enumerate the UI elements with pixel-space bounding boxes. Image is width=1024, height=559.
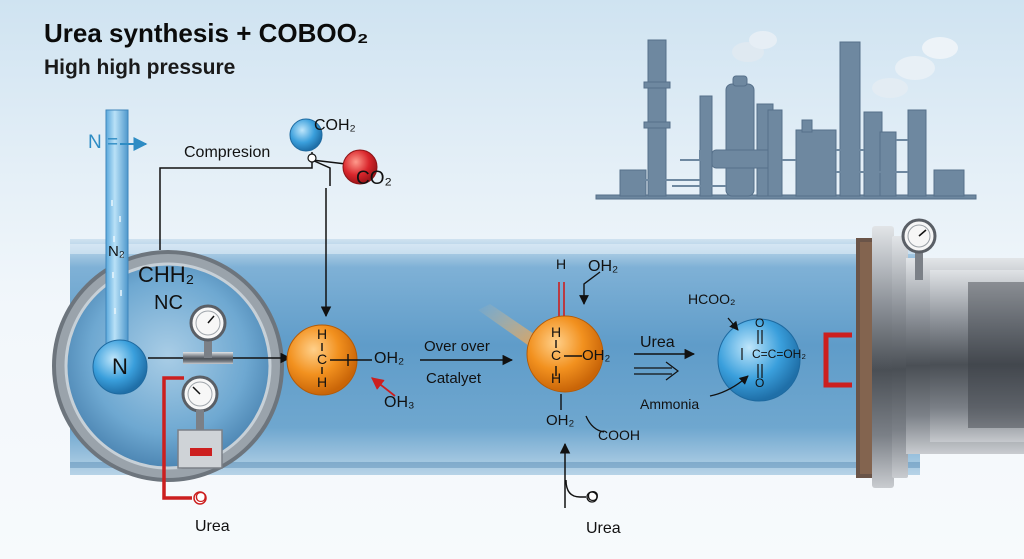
orange1-oh3: OH₃: [384, 394, 415, 411]
nitrogen-atom: [92, 339, 148, 395]
oh3-arrow: [371, 377, 396, 397]
urea-left-label: Urea: [195, 518, 230, 535]
outlet-flange: [856, 226, 1024, 488]
diagram-title: Urea synthesis + COBOO₂: [44, 18, 369, 48]
ammonia-arrow: [709, 375, 749, 397]
coh2-label: COH₂: [314, 117, 356, 134]
orange1-h-bottom: H: [317, 374, 328, 390]
pressure-gauge-top: [183, 304, 233, 364]
coh2-atom: [289, 118, 323, 152]
factory-skyline: [595, 31, 977, 200]
urea-arrow-label: Urea: [640, 334, 675, 351]
pressure-gauge-bottom: [177, 375, 223, 469]
orange1-oh2: OH₂: [374, 350, 405, 367]
compression-line: [159, 152, 313, 250]
orange2-oh2-top: OH₂: [588, 258, 619, 275]
red-bracket: [823, 332, 852, 388]
over-over-label: Over over: [424, 338, 490, 355]
catalyst-label: Catalyet: [426, 370, 482, 387]
orange2-c: C: [551, 347, 562, 363]
co2-atom: [342, 149, 378, 185]
urea-bottom-label: Urea: [586, 520, 621, 537]
orange2-h-top: H: [556, 256, 567, 272]
pressure-gauge-right: [901, 218, 937, 280]
blue-o-top: O: [755, 316, 765, 330]
chh2-label: CHH₂: [138, 262, 195, 287]
orange2-h-bottom: H: [551, 370, 562, 386]
nc-label: NC: [154, 292, 183, 314]
double-arrow: [634, 361, 679, 381]
compression-label: Compresion: [184, 144, 271, 161]
orange2-oh2: OH₂: [582, 347, 611, 364]
cooh-label: COOH: [598, 427, 640, 443]
hcoo2-label: HCOO₂: [688, 291, 736, 307]
o-bottom-label: O: [587, 488, 599, 505]
n2-label: N₂: [108, 243, 125, 260]
diagram-subtitle: High high pressure: [44, 56, 236, 79]
ammonia-label: Ammonia: [640, 396, 700, 412]
catalyst-beam: [478, 304, 540, 348]
hcoo2-arrow: [727, 317, 739, 331]
blue-formula: C=C=OH₂: [752, 347, 807, 361]
o-left-label: O: [195, 489, 207, 506]
orange2-oh2-below: OH₂: [546, 412, 575, 429]
orange2-h-mid: H: [551, 324, 562, 340]
n-arrow-label: N =: [88, 132, 119, 153]
orange1-h-top: H: [317, 326, 328, 342]
oh2-top-arrow: [579, 271, 601, 305]
urea-outlet-line: [162, 376, 192, 500]
co2-label: CO₂: [356, 168, 392, 189]
blue-o-bottom: O: [755, 376, 765, 390]
orange1-c: C: [317, 351, 328, 367]
nitrogen-atom-label: N: [112, 354, 128, 379]
urea-product-molecule: [717, 318, 801, 402]
intermediate-molecule-2: [526, 315, 604, 393]
